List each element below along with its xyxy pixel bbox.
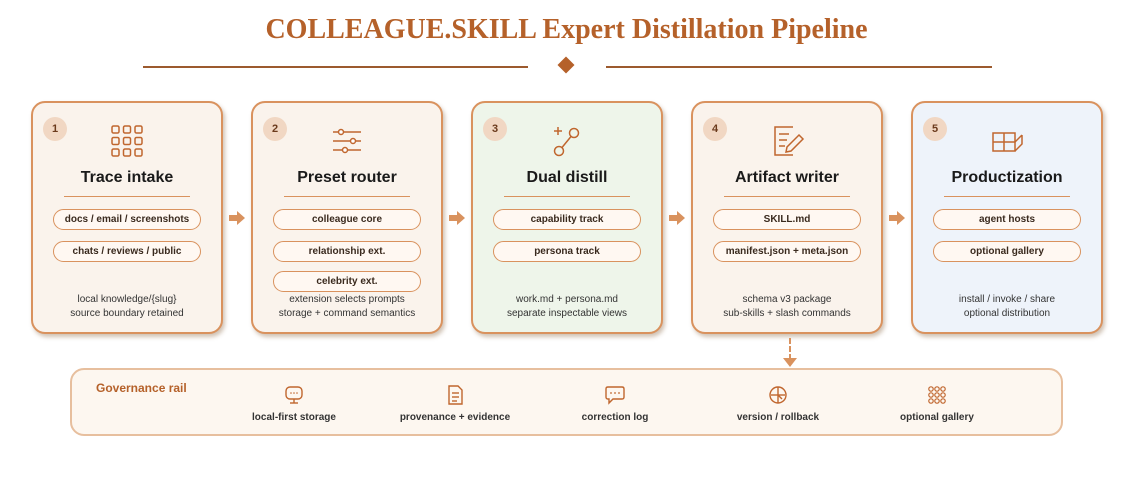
stage-card-preset-router: 2 Preset router colleague core relations…: [251, 101, 443, 334]
step-number: 5: [923, 117, 947, 141]
edit-document-icon: [774, 126, 805, 156]
footer-line: local knowledge/{slug}: [77, 294, 177, 305]
divider: [724, 196, 850, 197]
stage-card-dual-distill: 3 Dual distill capability track persona …: [471, 101, 663, 334]
stage-pill: manifest.json + meta.json: [713, 241, 861, 262]
stage-title: Trace intake: [80, 169, 174, 186]
divider: [284, 196, 410, 197]
package-icon: [992, 132, 1023, 152]
document-icon: [448, 385, 463, 405]
footer-line: separate inspectable views: [506, 308, 628, 319]
rail-item-label: local-first storage: [252, 412, 336, 423]
governance-rail: Governance rail local-first storage prov…: [70, 368, 1063, 436]
stage-card-artifact-writer: 4 Artifact writer SKILL.md manifest.json…: [691, 101, 883, 334]
divider: [944, 196, 1070, 197]
stage-card-productization: 5 Productization agent hosts optional ga…: [911, 101, 1103, 334]
step-number: 4: [703, 117, 727, 141]
footer-line: storage + command semantics: [278, 308, 416, 319]
rail-title: Governance rail: [96, 381, 187, 395]
arrow-right-icon: [669, 211, 685, 225]
stage-footer: extension selects prompts storage + comm…: [253, 293, 441, 321]
footer-line: schema v3 package: [742, 294, 832, 305]
stage-pill: persona track: [493, 241, 641, 262]
stage-footer: install / invoke / share optional distri…: [913, 293, 1101, 321]
arrow-right-icon: [229, 211, 245, 225]
stage-title: Preset router: [297, 169, 397, 186]
stage-pill: optional gallery: [933, 241, 1081, 262]
footer-line: install / invoke / share: [958, 294, 1056, 305]
stage-pill: colleague core: [273, 209, 421, 230]
divider: [504, 196, 630, 197]
title-rule-right: [606, 66, 992, 68]
arrow-right-icon: [889, 211, 905, 225]
arrow-down-icon: [783, 358, 797, 367]
step-number: 1: [43, 117, 67, 141]
stage-footer: local knowledge/{slug} source boundary r…: [33, 293, 221, 321]
footer-line: optional distribution: [963, 308, 1051, 319]
footer-line: work.md + persona.md: [516, 294, 618, 305]
rail-item-provenance: provenance + evidence: [390, 384, 520, 423]
stage-title: Productization: [951, 169, 1063, 186]
step-number: 2: [263, 117, 287, 141]
grid-icon: [111, 125, 143, 157]
sliders-icon: [333, 128, 361, 154]
stage-pill: capability track: [493, 209, 641, 230]
stage-footer: work.md + persona.md separate inspectabl…: [473, 293, 661, 321]
stage-card-trace-intake: 1 Trace intake docs / email / screenshot…: [31, 101, 223, 334]
diamond-ornament: [557, 56, 575, 74]
step-number: 3: [483, 117, 507, 141]
divider: [64, 196, 190, 197]
rail-item-correction-log: correction log: [565, 384, 665, 423]
footer-line: source boundary retained: [70, 308, 184, 319]
stage-pill: celebrity ext.: [273, 271, 421, 292]
stage-title: Artifact writer: [734, 169, 840, 186]
grid-icon: [928, 386, 946, 404]
rail-item-local-storage: local-first storage: [244, 384, 344, 423]
stage-pill: SKILL.md: [713, 209, 861, 230]
dashed-connector: [789, 338, 791, 360]
footer-line: extension selects prompts: [289, 294, 405, 305]
stage-pill: docs / email / screenshots: [53, 209, 201, 230]
rail-item-label: version / rollback: [736, 412, 820, 423]
stage-pill: relationship ext.: [273, 241, 421, 262]
stage-pill: agent hosts: [933, 209, 1081, 230]
split-path-icon: [553, 127, 580, 157]
footer-line: sub-skills + slash commands: [723, 308, 851, 319]
stage-footer: schema v3 package sub-skills + slash com…: [693, 293, 881, 321]
stage-title: Dual distill: [526, 169, 608, 186]
rail-item-optional-gallery: optional gallery: [887, 384, 987, 423]
stage-pill: chats / reviews / public: [53, 241, 201, 262]
page-title: COLLEAGUE.SKILL Expert Distillation Pipe…: [265, 14, 868, 45]
monitor-icon: [285, 386, 303, 404]
title-rule-left: [143, 66, 528, 68]
rail-item-label: correction log: [581, 412, 649, 423]
rail-item-label: provenance + evidence: [399, 412, 511, 423]
chat-bubble-icon: [605, 386, 625, 405]
rail-item-version: version / rollback: [728, 384, 828, 423]
rail-item-label: optional gallery: [900, 412, 974, 423]
version-icon: [769, 386, 787, 404]
arrow-right-icon: [449, 211, 465, 225]
